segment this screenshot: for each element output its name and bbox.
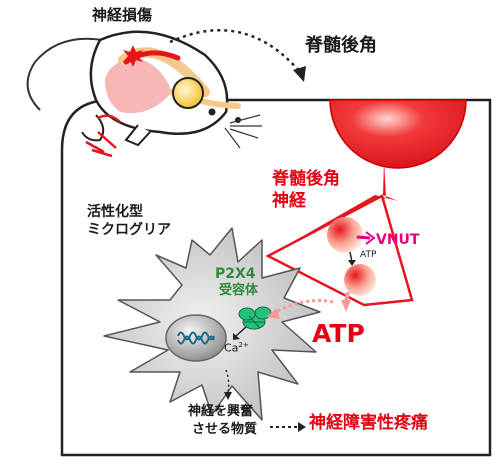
dna-helix-icon	[177, 331, 215, 341]
neuron-soma	[329, 99, 467, 169]
calcium-superscript: 2+	[238, 341, 249, 349]
dorsal-horn-arrow	[169, 29, 301, 73]
vnut-transporter	[356, 235, 371, 240]
mouse-eye	[208, 108, 216, 116]
atp-large-label: ATP	[312, 319, 365, 348]
calcium-arrow	[235, 326, 247, 337]
mouse-leg-highlight	[104, 58, 172, 114]
vnut-label: VNUT	[376, 232, 420, 248]
substance-arrowhead-icon	[224, 392, 232, 400]
mouse-hind-paw	[81, 114, 105, 142]
mouse-ear	[172, 77, 204, 109]
dorsal-horn-arrowhead-icon	[293, 66, 306, 82]
substance-arrow	[225, 369, 230, 395]
mouse-tail	[26, 37, 113, 111]
p2x4-label-line1: P2X4	[215, 266, 256, 282]
excite-label-line2: させる物質	[192, 422, 258, 437]
neuron-label-line2: 神経	[272, 191, 306, 211]
mouse-front-paw	[124, 124, 151, 147]
nerve-injury-label: 神経損傷	[92, 6, 153, 24]
pain-arrowhead-icon	[298, 422, 306, 432]
calcium-arrowhead-icon	[233, 333, 240, 340]
paw-pain-stroke	[97, 114, 121, 123]
neuron-label-line1: 脊髄後角	[272, 169, 340, 189]
microglia-label-line2: ミクログリア	[87, 222, 171, 238]
vesicle-arrowhead-icon	[348, 260, 356, 266]
atp-to-p2x4-arrowhead-icon	[266, 308, 280, 319]
p2x4-label-line2: 受容体	[219, 283, 259, 298]
injury-spark-icon	[123, 45, 143, 67]
dorsal-horn-label: 脊髄後角	[305, 35, 377, 56]
spinal-cord-outline	[60, 98, 492, 457]
atp-small-label: ATP	[360, 250, 377, 260]
pain-mark-icon	[85, 131, 117, 158]
mouse-whiskers	[224, 114, 262, 149]
mouse-illustration	[26, 30, 262, 158]
excite-label-line1: 神経を興奮	[188, 404, 254, 419]
atp-to-p2x4-arrow	[271, 299, 334, 316]
dna-helix-strand	[177, 335, 215, 345]
p2x4-receptor-icon	[238, 306, 272, 330]
microglia-label-line1: 活性化型	[87, 204, 143, 220]
calcium-label: Ca2+	[224, 341, 249, 355]
vnut-transport-icon	[365, 231, 376, 245]
calcium-text: Ca	[224, 341, 239, 355]
vnut-vesicle-bottom	[344, 264, 376, 296]
vnut-vesicle-top	[327, 217, 363, 253]
neuropathic-pain-label: 神経障害性疼痛	[309, 413, 428, 433]
atp-release-arrowhead-icon	[341, 300, 351, 312]
